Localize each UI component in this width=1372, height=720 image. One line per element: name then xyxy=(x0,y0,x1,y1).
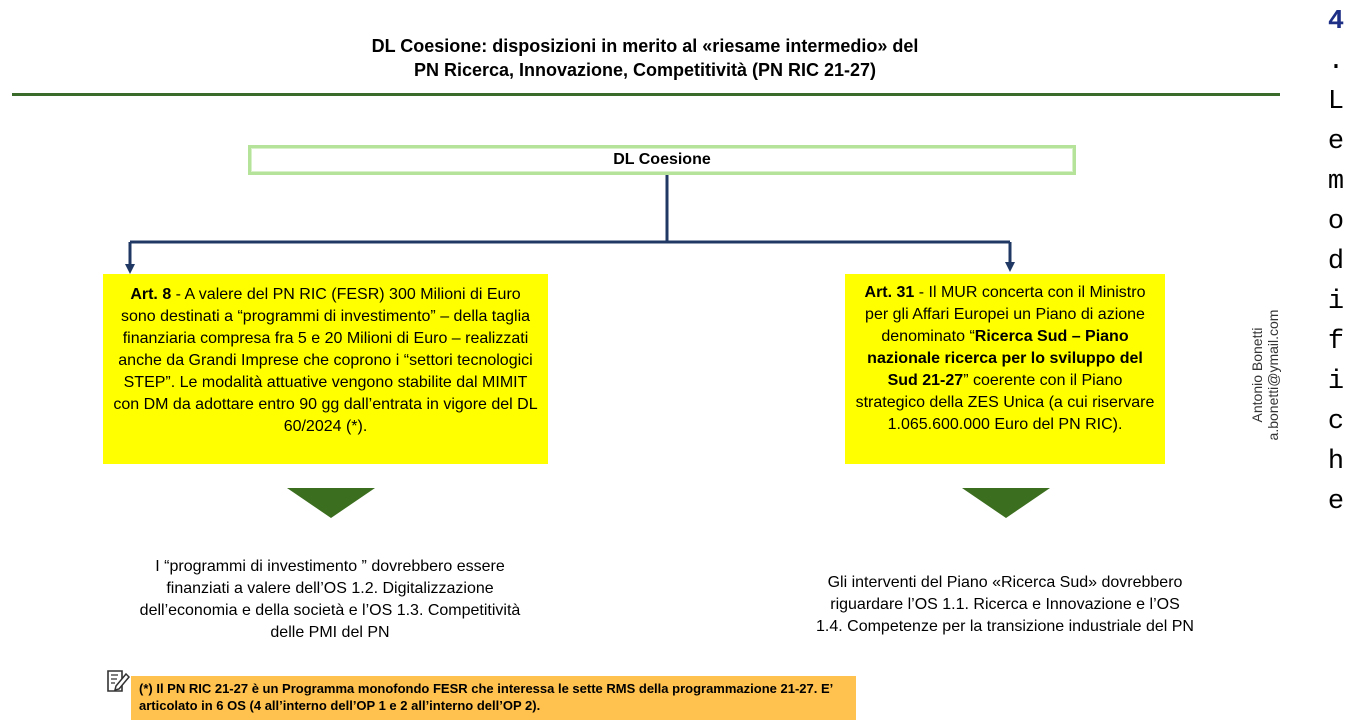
footnote: (*) Il PN RIC 21-27 è un Programma monof… xyxy=(131,676,856,720)
side-strip-char: i xyxy=(1327,367,1345,397)
connector-left-arrowhead xyxy=(125,264,135,274)
note-pencil-icon xyxy=(107,670,131,692)
side-strip-char: h xyxy=(1327,447,1345,477)
side-strip-char xyxy=(1300,520,1372,560)
art-8-text: - A valere del PN RIC (FESR) 300 Milioni… xyxy=(113,286,538,435)
art-31-text-a: - Il MUR concerta con il Ministro per gl… xyxy=(865,284,1146,345)
slide-title-line-2: PN Ricerca, Innovazione, Competitività (… xyxy=(413,60,877,80)
side-strip-char: m xyxy=(1327,167,1345,197)
author-email: a.bonetti@ymail.com xyxy=(1265,309,1281,441)
root-node-dl-coesione: DL Coesione xyxy=(248,145,1076,175)
art-31-text-b: ” coerente con il Piano strategico della… xyxy=(855,372,1155,433)
author-name: Antonio Bonetti xyxy=(1249,327,1265,423)
side-strip-char: . xyxy=(1327,47,1345,77)
art-31-outcome: Gli interventi del Piano «Ricerca Sud» d… xyxy=(816,574,1194,635)
slide-title-line-1: DL Coesione: disposizioni in merito al «… xyxy=(371,36,919,56)
author-credit: Antonio Bonetti a.bonetti@ymail.com xyxy=(1245,260,1285,490)
side-strip-char: e xyxy=(1327,487,1345,517)
side-text-strip: 4 . L e m o d i f i c h e xyxy=(1300,0,1372,720)
down-triangle-left-icon xyxy=(287,488,375,518)
down-triangle-right-icon xyxy=(962,488,1050,518)
art-31-plan-name: Ricerca Sud – Piano nazionale ricerca pe… xyxy=(867,328,1143,389)
side-strip-char: c xyxy=(1327,407,1345,437)
side-strip-char: i xyxy=(1327,287,1345,317)
side-strip-char: d xyxy=(1327,247,1345,277)
root-node-label: DL Coesione xyxy=(613,151,711,168)
side-strip-char: 4 xyxy=(1327,7,1345,37)
art-8-heading: Art. 8 xyxy=(130,286,172,303)
art-31-heading: Art. 31 xyxy=(864,284,915,301)
side-strip-char: o xyxy=(1327,207,1345,237)
art-8-outcome: I “programmi di investimento ” dovrebber… xyxy=(139,558,521,641)
slide-title: DL Coesione: disposizioni in merito al «… xyxy=(180,34,1110,82)
title-divider xyxy=(12,93,1280,96)
side-strip-char: e xyxy=(1327,127,1345,157)
connector-right-arrowhead xyxy=(1005,262,1015,272)
art-31-box: Art. 31 - Il MUR concerta con il Ministr… xyxy=(845,274,1165,464)
side-strip-char: L xyxy=(1327,87,1345,117)
side-strip-char: f xyxy=(1327,327,1345,357)
art-8-box: Art. 8 - A valere del PN RIC (FESR) 300 … xyxy=(103,274,548,464)
